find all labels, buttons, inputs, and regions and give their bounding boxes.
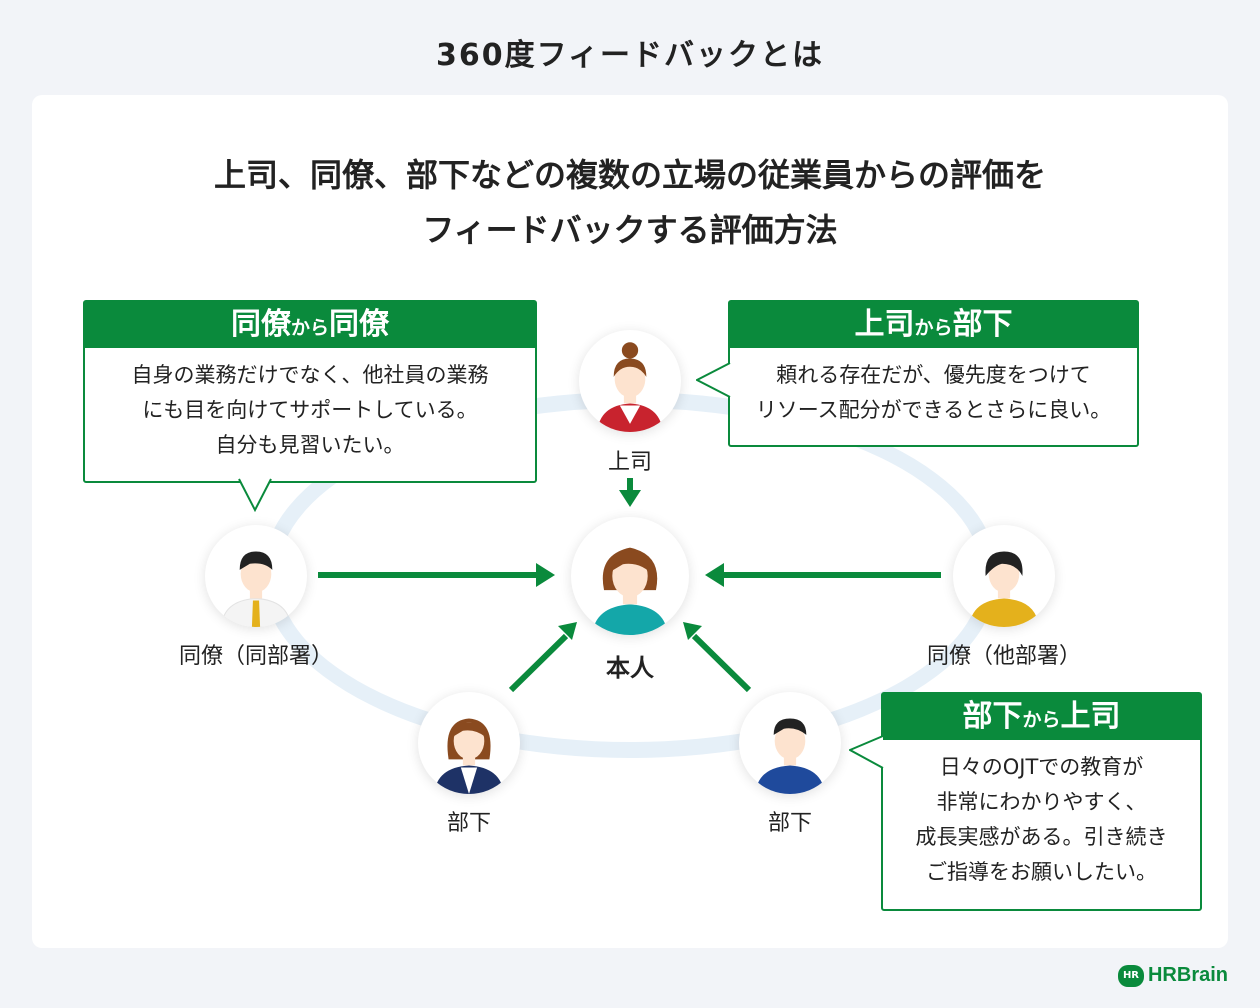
sub-left-label: 部下 [446, 811, 491, 836]
hrbrain-logo-badge: HR [1117, 964, 1144, 987]
page-title: 360度フィードバックとは [435, 38, 825, 73]
sub-right-label: 部下 [767, 811, 812, 836]
peer-other-label: 同僚（他部署） [926, 644, 1081, 669]
comment-boss-tail [696, 362, 731, 398]
comment-sub-line: 非常にわかりやすく、 [936, 790, 1147, 814]
comment-sub-from: 部下 [962, 699, 1023, 734]
sub-right-avatar [739, 692, 841, 794]
comment-peer-body: 自身の業務だけでなく、他社員の業務 にも目を向けてサポートしている。 自分も見習… [85, 348, 535, 463]
arrow-peer-other-to-center [705, 563, 941, 587]
comment-peer-to-peer: 同僚から同僚 自身の業務だけでなく、他社員の業務 にも目を向けてサポートしている… [83, 300, 537, 483]
center-person-avatar [571, 517, 689, 635]
comment-boss-joiner: から [914, 317, 953, 339]
comment-boss-to: 部下 [952, 307, 1013, 342]
comment-sub-line: 成長実感がある。引き続き [915, 825, 1168, 849]
comment-peer-tail [238, 478, 272, 512]
arrow-sub-right-to-center [683, 622, 752, 693]
hrbrain-logo-word: HRBrain [1147, 964, 1228, 986]
comment-boss-header: 上司から部下 [730, 302, 1137, 348]
comment-sub-to-boss: 部下から上司 日々のOJTでの教育が 非常にわかりやすく、 成長実感がある。引き… [881, 692, 1202, 911]
hrbrain-logo: HR HRBrain [1117, 964, 1228, 987]
comment-boss-body: 頼れる存在だが、優先度をつけて リソース配分ができるとさらに良い。 [730, 348, 1137, 428]
arrow-sub-left-to-center [508, 622, 577, 693]
peer-same-avatar [205, 525, 307, 627]
headline-line-1: 上司、同僚、部下などの複数の立場の従業員からの評価を [213, 156, 1046, 194]
comment-peer-line: 自分も見習いたい。 [215, 433, 405, 457]
sub-left-avatar [418, 692, 520, 794]
comment-sub-tail [849, 735, 884, 769]
comment-sub-to: 上司 [1060, 699, 1121, 734]
comment-sub-joiner: から [1022, 709, 1061, 731]
comment-peer-from: 同僚 [230, 307, 291, 342]
arrow-peer-same-to-center [318, 563, 555, 587]
comment-boss-line: リソース配分ができるとさらに良い。 [755, 398, 1112, 422]
comment-peer-line: にも目を向けてサポートしている。 [142, 398, 478, 422]
comment-sub-line: ご指導をお願いしたい。 [926, 860, 1157, 884]
center-person-label: 本人 [606, 654, 654, 682]
comment-sub-line: 日々のOJTでの教育が [939, 755, 1144, 779]
comment-peer-header: 同僚から同僚 [85, 302, 535, 348]
comment-sub-body: 日々のOJTでの教育が 非常にわかりやすく、 成長実感がある。引き続き ご指導を… [883, 740, 1200, 890]
headline-line-2: フィードバックする評価方法 [422, 211, 838, 249]
boss-avatar [579, 330, 681, 432]
boss-label: 上司 [607, 450, 652, 475]
peer-same-label: 同僚（同部署） [178, 644, 333, 669]
comment-peer-joiner: から [290, 317, 329, 339]
peer-other-avatar [953, 525, 1055, 627]
comment-peer-to: 同僚 [329, 307, 389, 342]
comment-boss-to-sub: 上司から部下 頼れる存在だが、優先度をつけて リソース配分ができるとさらに良い。 [728, 300, 1139, 447]
arrow-boss-to-center [619, 478, 641, 507]
comment-boss-from: 上司 [854, 307, 915, 342]
comment-peer-line: 自身の業務だけでなく、他社員の業務 [131, 363, 489, 387]
comment-sub-header: 部下から上司 [883, 694, 1200, 740]
comment-boss-line: 頼れる存在だが、優先度をつけて [776, 363, 1091, 387]
